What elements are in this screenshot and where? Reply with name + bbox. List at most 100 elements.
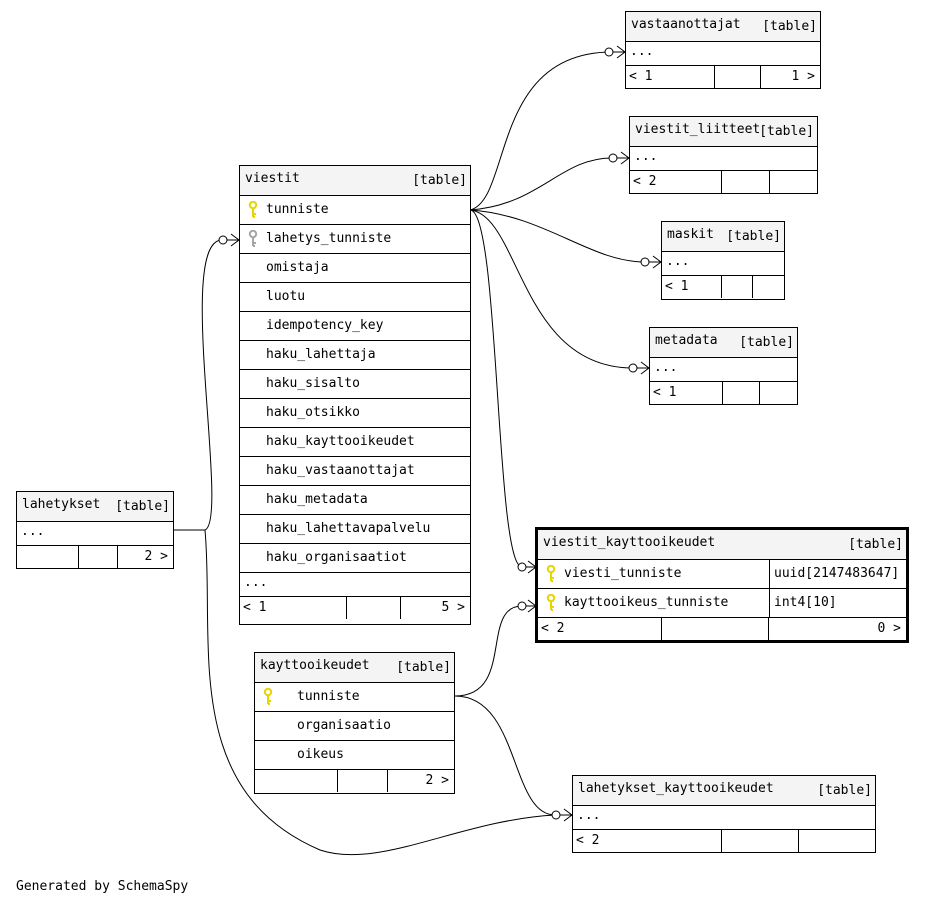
table-name[interactable]: kayttooikeudet — [260, 658, 370, 673]
table-footer: < 1 5 > — [240, 597, 470, 619]
column-name: tunniste — [297, 689, 360, 704]
parents-count[interactable]: < 2 — [541, 621, 565, 636]
column-row[interactable]: haku_otsikko — [240, 399, 470, 428]
primary-key-icon — [546, 594, 556, 611]
edge-kayttooikeudet-viestit-kayttooikeudet — [454, 605, 536, 697]
table-lahetykset-kayttooikeudet[interactable]: lahetykset_kayttooikeudet [table] ... < … — [572, 775, 876, 853]
edge-lahetykset-lahetykset-kayttooikeudet — [174, 529, 572, 856]
foreign-key-icon — [248, 230, 258, 247]
children-count[interactable]: 2 > — [425, 773, 449, 788]
primary-key-icon — [248, 201, 258, 218]
more-columns: ... — [577, 808, 601, 823]
column-row[interactable]: luotu — [240, 283, 470, 312]
table-name[interactable]: lahetykset_kayttooikeudet — [578, 781, 774, 796]
column-name: haku_metadata — [266, 492, 368, 507]
column-name: kayttooikeus_tunniste — [564, 595, 729, 610]
table-viestit-liitteet[interactable]: viestit_liitteet [table] ... < 2 — [629, 116, 818, 194]
table-metadata[interactable]: metadata [table] ... < 1 — [649, 327, 798, 405]
more-columns: ... — [666, 254, 690, 269]
parents-count[interactable]: < 1 — [665, 279, 689, 294]
more-columns: ... — [21, 524, 45, 539]
column-row[interactable]: viesti_tunniste uuid[2147483647] — [538, 560, 906, 589]
table-footer: 2 > — [17, 546, 173, 568]
column-row[interactable]: haku_metadata — [240, 486, 470, 515]
table-maskit[interactable]: maskit [table] ... < 1 — [661, 221, 785, 300]
more-columns: ... — [634, 149, 658, 164]
table-footer: < 1 1 > — [626, 66, 820, 88]
table-type: [table] — [412, 173, 467, 188]
table-viestit[interactable]: viestit [table] tunniste lahetys_tunnist… — [239, 165, 471, 625]
table-name[interactable]: metadata — [655, 333, 718, 348]
table-name[interactable]: viestit_liitteet — [635, 122, 761, 137]
children-count[interactable]: 5 > — [441, 600, 465, 615]
table-header: viestit_liitteet [table] — [630, 117, 817, 147]
column-name: haku_organisaatiot — [266, 550, 407, 565]
table-header: lahetykset [table] — [17, 492, 173, 522]
more-columns: ... — [654, 360, 678, 375]
edge-viestit-viestit-liitteet — [469, 157, 629, 211]
column-name: haku_lahettaja — [266, 347, 376, 362]
table-footer: < 1 — [662, 276, 784, 298]
edge-viestit-vastaanottajat — [469, 51, 625, 211]
table-type: [table] — [396, 660, 451, 675]
column-type: uuid[2147483647] — [769, 560, 899, 588]
primary-key-icon — [263, 688, 273, 705]
column-name: oikeus — [297, 747, 344, 762]
column-name: haku_otsikko — [266, 405, 360, 420]
table-header: metadata [table] — [650, 328, 797, 358]
table-footer: < 2 — [573, 830, 875, 852]
table-kayttooikeudet[interactable]: kayttooikeudet [table] tunniste organisa… — [254, 652, 455, 794]
table-name[interactable]: lahetykset — [22, 497, 101, 512]
column-row[interactable]: oikeus — [255, 741, 454, 770]
children-count[interactable]: 2 > — [144, 549, 168, 564]
more-columns-row: ... — [240, 573, 470, 597]
table-vastaanottajat[interactable]: vastaanottajat [table] ... < 1 1 > — [625, 11, 821, 89]
more-columns-row: ... — [17, 522, 173, 546]
column-row[interactable]: haku_lahettavapalvelu — [240, 515, 470, 544]
column-name: tunniste — [266, 202, 329, 217]
children-count[interactable]: 0 > — [877, 621, 901, 636]
column-name: omistaja — [266, 260, 329, 275]
column-row[interactable]: kayttooikeus_tunniste int4[10] — [538, 589, 906, 618]
column-name: haku_lahettavapalvelu — [266, 521, 431, 536]
parents-count[interactable]: < 1 — [243, 600, 267, 615]
table-type: [table] — [726, 229, 781, 244]
parents-count[interactable]: < 1 — [629, 69, 653, 84]
parents-count[interactable]: < 2 — [633, 174, 657, 189]
column-name: lahetys_tunniste — [266, 231, 392, 246]
generated-by-text: Generated by SchemaSpy — [16, 879, 189, 894]
table-footer: < 2 — [630, 171, 817, 193]
table-type: [table] — [739, 335, 794, 350]
table-name[interactable]: maskit — [667, 227, 714, 242]
table-lahetykset[interactable]: lahetykset [table] ... 2 > — [16, 491, 174, 569]
table-name[interactable]: viestit — [245, 171, 300, 186]
table-type: [table] — [848, 537, 903, 552]
children-count[interactable]: 1 > — [791, 69, 815, 84]
parents-count[interactable]: < 2 — [576, 833, 600, 848]
more-columns-row: ... — [662, 252, 784, 276]
table-name[interactable]: vastaanottajat — [631, 17, 741, 32]
column-row[interactable]: haku_lahettaja — [240, 341, 470, 370]
column-row[interactable]: organisaatio — [255, 712, 454, 741]
column-row[interactable]: omistaja — [240, 254, 470, 283]
more-columns-row: ... — [650, 358, 797, 382]
column-row[interactable]: haku_vastaanottajat — [240, 457, 470, 486]
column-row[interactable]: tunniste — [255, 683, 454, 712]
table-header: vastaanottajat [table] — [626, 12, 820, 42]
more-columns-row: ... — [630, 147, 817, 171]
more-columns-row: ... — [626, 42, 820, 66]
parents-count[interactable]: < 1 — [653, 385, 677, 400]
table-header: viestit_kayttooikeudet [table] — [538, 530, 906, 560]
column-type: int4[10] — [769, 589, 837, 617]
table-name[interactable]: viestit_kayttooikeudet — [543, 535, 716, 550]
edge-viestit-maskit — [469, 209, 661, 263]
column-row[interactable]: haku_sisalto — [240, 370, 470, 399]
column-row[interactable]: tunniste — [240, 196, 470, 225]
more-columns: ... — [244, 575, 268, 590]
column-row[interactable]: lahetys_tunniste — [240, 225, 470, 254]
table-viestit-kayttooikeudet[interactable]: viestit_kayttooikeudet [table] viesti_tu… — [535, 527, 909, 643]
column-row[interactable]: idempotency_key — [240, 312, 470, 341]
column-row[interactable]: haku_kayttooikeudet — [240, 428, 470, 457]
column-row[interactable]: haku_organisaatiot — [240, 544, 470, 573]
